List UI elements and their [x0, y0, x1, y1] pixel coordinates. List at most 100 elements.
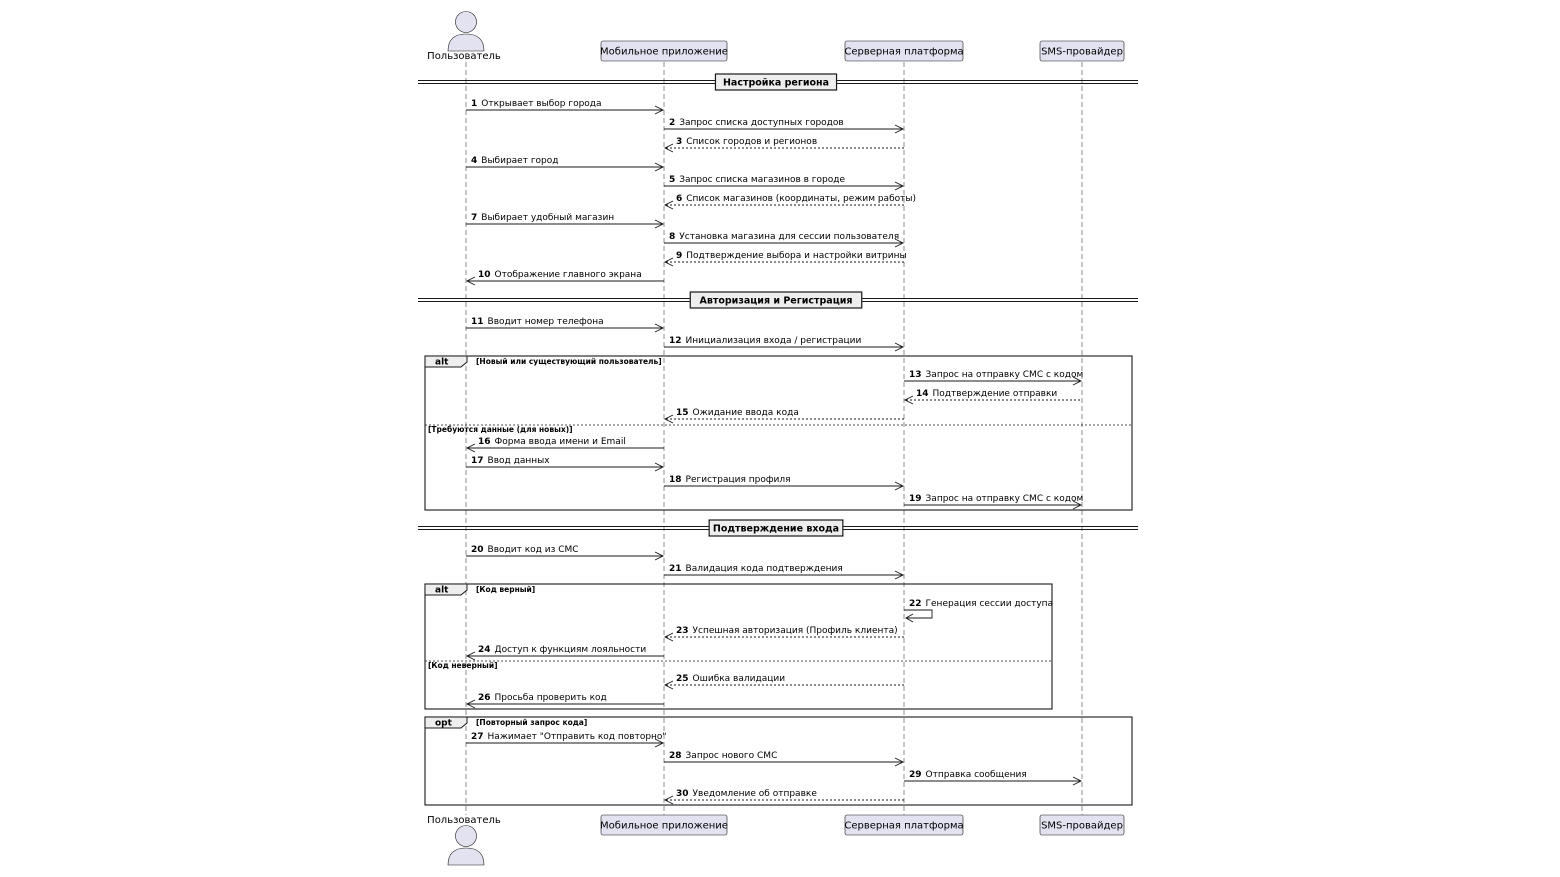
arrow-head — [894, 342, 905, 352]
participant-sms-top[interactable]: SMS-провайдер — [1039, 40, 1125, 62]
participant-box — [844, 40, 964, 62]
actor-bottom[interactable]: Пользователь — [427, 815, 501, 866]
message-text: Ввод данных — [488, 456, 551, 466]
arrow-head — [663, 414, 674, 424]
fragment-guard: [Код верный] — [476, 585, 535, 594]
message-text: Ожидание ввода кода — [693, 408, 799, 418]
arrow-head — [894, 124, 905, 134]
message-number: 1 — [471, 99, 477, 109]
message-text: Запрос списка доступных городов — [679, 118, 843, 128]
message-text: Генерация сессии доступа — [926, 599, 1054, 609]
arrow-head — [1072, 776, 1083, 786]
arrow-head — [465, 699, 476, 709]
message-number: 6 — [676, 194, 682, 204]
arrow-head — [894, 570, 905, 580]
message-number: 14 — [916, 389, 929, 399]
actor-head-icon — [455, 11, 477, 33]
arrow-head — [663, 680, 674, 690]
fragment-frame — [424, 716, 1133, 806]
fragment-operator: alt — [435, 358, 449, 368]
message-number: 17 — [471, 456, 484, 466]
message-number: 24 — [478, 645, 491, 655]
message-text: Отображение главного экрана — [495, 270, 642, 280]
message-label: 10 Отображение главного экрана — [478, 270, 642, 280]
message-number: 23 — [676, 626, 689, 636]
message-number: 18 — [669, 475, 682, 485]
participant-sms-bottom[interactable]: SMS-провайдер — [1039, 814, 1125, 836]
participant-box — [1039, 814, 1125, 836]
participant-app-top[interactable]: Мобильное приложение — [600, 40, 728, 62]
actor-head-icon — [455, 825, 477, 847]
message-text: Валидация кода подтверждения — [686, 564, 843, 574]
arrow-head — [894, 757, 905, 767]
message-number: 10 — [478, 270, 491, 280]
arrow-head — [894, 238, 905, 248]
message-number: 15 — [676, 408, 689, 418]
message-number: 20 — [471, 545, 484, 555]
message-label: 18 Регистрация профиля — [669, 475, 791, 485]
fragment-alt: alt[Код верный][Код неверный] — [424, 583, 1053, 710]
message-number: 8 — [669, 232, 675, 242]
fragment-else-guard: [Требуются данные (для новых)] — [428, 425, 573, 434]
message-label: 30 Уведомление об отправке — [676, 789, 817, 799]
message-text: Установка магазина для сессии пользовате… — [679, 232, 899, 242]
actor-top[interactable]: Пользователь — [427, 11, 501, 63]
fragment-guard: [Новый или существующий пользователь] — [476, 357, 662, 366]
message-number: 5 — [669, 175, 675, 185]
message-number: 28 — [669, 751, 682, 761]
participant-server-top[interactable]: Серверная платформа — [844, 40, 964, 62]
section-divider: Авторизация и Регистрация — [418, 291, 1138, 309]
message-text: Вводит номер телефона — [488, 317, 604, 327]
lifelines — [465, 62, 1083, 815]
message-number: 25 — [676, 674, 689, 684]
message-text: Регистрация профиля — [686, 475, 791, 485]
message-number: 30 — [676, 789, 689, 799]
arrow-head — [465, 276, 476, 286]
arrow-head — [663, 795, 674, 805]
participant-box — [844, 814, 964, 836]
message-text: Нажимает "Отправить код повторно" — [488, 732, 667, 742]
divider-label: Авторизация и Регистрация — [699, 296, 852, 307]
message-text: Список городов и регионов — [686, 137, 817, 147]
message-text: Ошибка валидации — [693, 674, 786, 684]
actor-label: Пользователь — [427, 51, 501, 62]
arrow-head — [903, 395, 914, 405]
arrow-head — [465, 651, 476, 661]
message-text: Запрос нового СМС — [686, 751, 778, 761]
participant-box — [1039, 40, 1125, 62]
participant-app-bottom[interactable]: Мобильное приложение — [600, 814, 728, 836]
participant-label: Серверная платформа — [844, 821, 963, 832]
participant-label: Мобильное приложение — [600, 47, 728, 58]
message-number: 9 — [676, 251, 682, 261]
message-text: Инициализация входа / регистрации — [686, 336, 862, 346]
message-number: 7 — [471, 213, 477, 223]
message-number: 13 — [909, 370, 922, 380]
arrow-head — [654, 462, 665, 472]
arrow-head — [465, 443, 476, 453]
message-text: Уведомление об отправке — [693, 789, 818, 799]
fragment-operator: alt — [435, 586, 449, 596]
divider-label: Настройка региона — [723, 78, 829, 89]
participant-server-bottom[interactable]: Серверная платформа — [844, 814, 964, 836]
fragment-frame — [424, 583, 1053, 710]
arrow-head — [654, 105, 665, 115]
